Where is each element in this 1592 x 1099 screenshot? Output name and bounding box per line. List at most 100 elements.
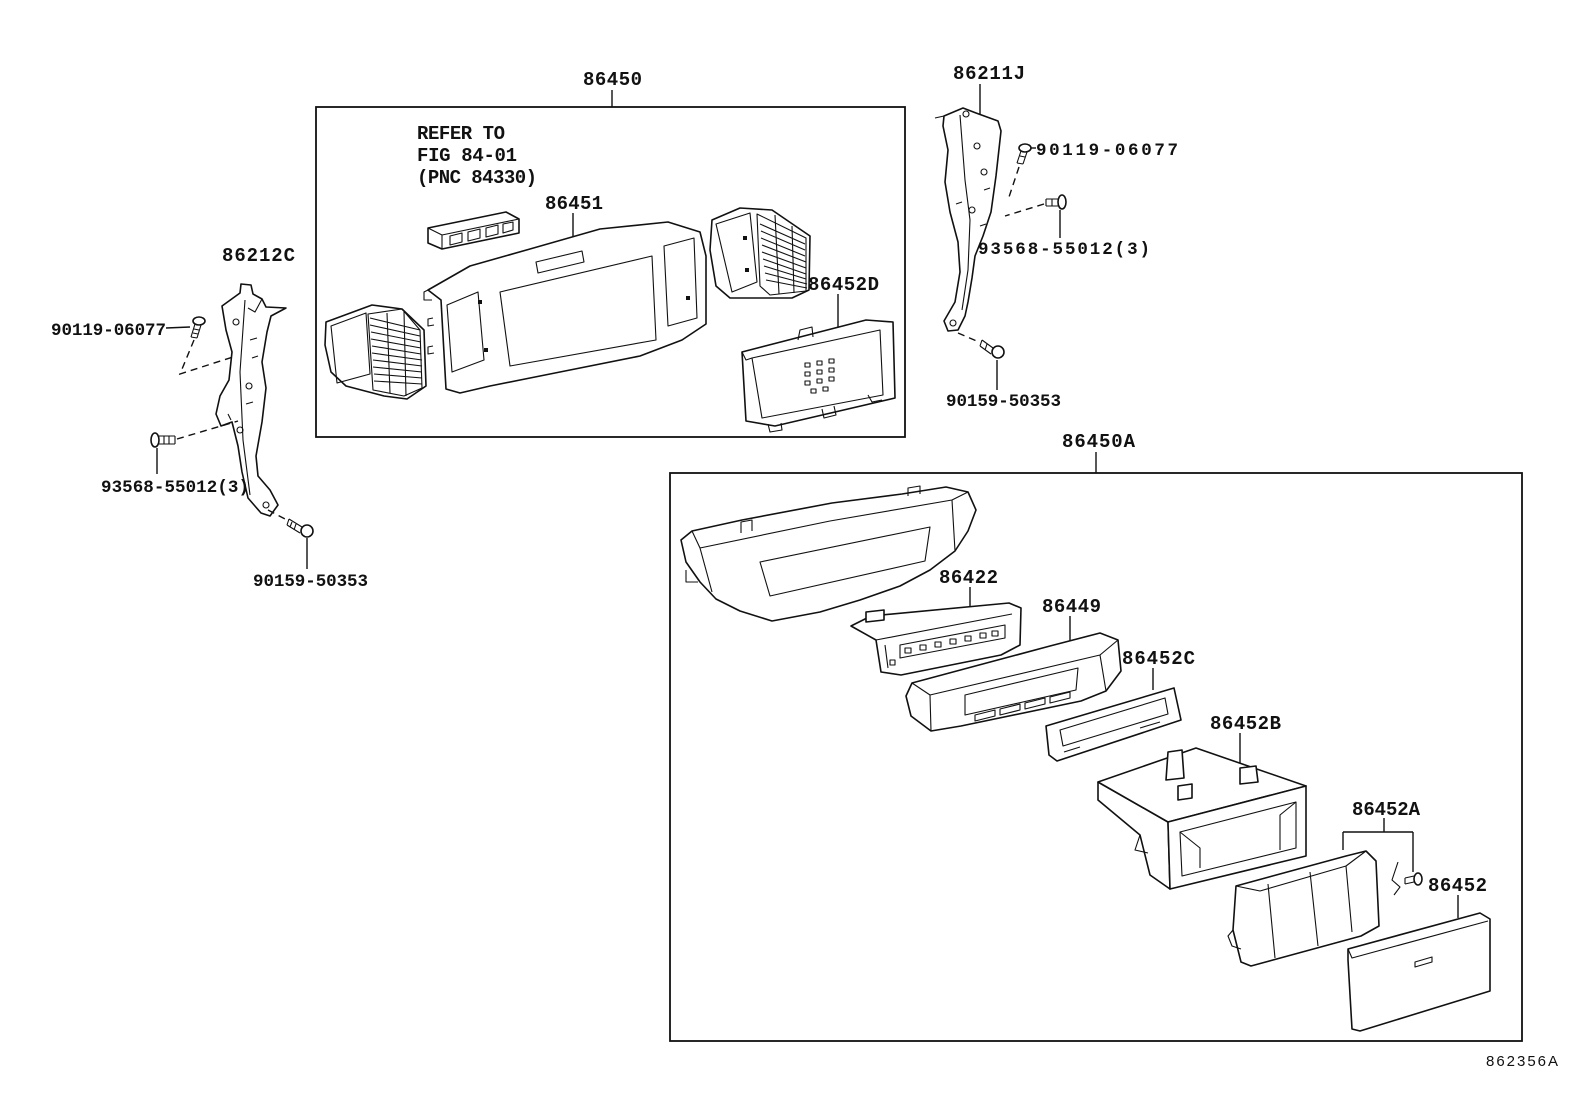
circuit-board	[850, 602, 1022, 676]
assembly-line-right-middle	[1004, 203, 1045, 217]
circuit-board-outline	[850, 602, 1022, 676]
plate-c-part-no: 86452C	[1122, 648, 1195, 670]
left-upper-screw	[190, 316, 206, 339]
assembly-line-left-upper	[178, 339, 237, 376]
plate-c	[1045, 687, 1182, 762]
garnish-screw	[1404, 872, 1423, 886]
reference-note-line-1: REFER TO	[417, 123, 505, 145]
clip-spring	[1391, 861, 1401, 896]
right-bracket-hole	[968, 206, 976, 214]
bezel-tabs	[423, 289, 435, 355]
garnish-a-outline	[1232, 850, 1380, 967]
right-bracket-fold	[934, 114, 971, 311]
cover-part-no: 86452	[1428, 875, 1487, 897]
panel-d-inner-frame	[751, 329, 884, 419]
center-housing-tabs	[685, 485, 921, 583]
left-lower-screw	[286, 518, 314, 538]
referenced-part	[427, 211, 520, 250]
screw-head	[150, 432, 160, 448]
screw-shank	[190, 323, 202, 339]
left-bracket-part-no: 86212C	[222, 245, 295, 267]
control-panel-part-no: 86449	[1042, 596, 1101, 618]
garnish-a	[1227, 850, 1380, 967]
plate-c-window	[1059, 697, 1169, 747]
box-b-opening	[1179, 801, 1297, 877]
lower-assembly-frame	[669, 472, 1523, 1042]
left-bracket-hole	[262, 501, 270, 509]
left-bracket-hole	[245, 382, 253, 390]
referenced-part-edges	[427, 218, 520, 249]
screw-shank	[979, 339, 994, 355]
leader-left-upper-screw	[165, 326, 191, 329]
box-b	[1097, 747, 1307, 890]
right-vent-side-face	[715, 212, 758, 293]
left-air-vent	[324, 304, 427, 400]
bezel-part-no: 86451	[545, 193, 603, 215]
right-bracket-hole	[973, 142, 981, 150]
cover-top-lip	[1347, 920, 1489, 959]
right-middle-screw	[1045, 194, 1067, 210]
left-bracket-marks	[227, 337, 259, 421]
figure-code: 862356A	[1486, 1053, 1558, 1070]
right-lower-screw	[979, 339, 1005, 359]
cover	[1347, 912, 1491, 1032]
assembly-line-left-lower	[267, 509, 288, 521]
right-bracket-part-no: 86211J	[953, 63, 1025, 85]
reference-note-line-2: FIG 84-01	[417, 145, 517, 167]
panel-d-part-no: 86452D	[808, 274, 879, 296]
control-panel-display	[964, 667, 1079, 716]
screw-head	[1413, 872, 1423, 886]
plate-c-marks	[1063, 721, 1161, 753]
panel-d-outline	[741, 319, 896, 427]
screw-head	[1018, 143, 1032, 153]
panel-d	[741, 319, 896, 433]
control-panel-buttons	[974, 691, 1071, 722]
right-vent-mark	[743, 236, 747, 240]
control-panel-edges	[911, 639, 1119, 732]
bezel-top-slot	[535, 250, 585, 274]
bezel	[423, 221, 707, 394]
right-upper-screw-part-no: 90119-06077	[1036, 141, 1178, 161]
left-upper-screw-part-no: 90119-06077	[51, 321, 166, 341]
bezel-mark	[478, 300, 482, 304]
right-lower-screw-part-no: 90159-50353	[946, 392, 1061, 412]
center-housing-outline	[680, 486, 977, 622]
box-b-tab	[1177, 783, 1193, 801]
right-bracket-hole	[949, 319, 957, 327]
bezel-mark	[686, 296, 690, 300]
right-air-vent	[709, 207, 811, 299]
left-vent-grille-slats	[369, 311, 423, 397]
reference-note-line-3: (PNC 84330)	[417, 167, 537, 189]
upper-assembly-frame	[315, 106, 906, 438]
left-bracket-outline	[215, 283, 287, 517]
control-panel-outline	[905, 632, 1122, 732]
bezel-outline	[427, 221, 707, 394]
assembly-line-left-middle	[176, 420, 239, 440]
garnish-a-folds	[1227, 850, 1367, 959]
screw-head	[192, 316, 206, 326]
leader-garnish-a	[1342, 818, 1414, 872]
circuit-board-connector	[865, 609, 885, 623]
center-housing-window	[759, 526, 931, 597]
right-bracket-hole	[962, 110, 970, 118]
box-b-tab	[1239, 765, 1259, 785]
circuit-board-edges	[875, 613, 1013, 659]
left-bracket	[215, 283, 287, 517]
bezel-right-window	[663, 237, 698, 327]
circuit-board-components	[884, 630, 999, 669]
bezel-screen-opening	[499, 255, 657, 367]
bezel-left-window	[446, 291, 485, 373]
control-panel	[905, 632, 1122, 732]
left-middle-screw	[150, 432, 176, 448]
upper-assembly-part-no: 86450	[583, 69, 642, 91]
garnish-clip	[1391, 861, 1401, 896]
right-middle-screw-part-no: 93568-55012(3)	[978, 240, 1150, 260]
referenced-part-slots	[449, 221, 514, 246]
right-upper-screw	[1016, 143, 1032, 165]
screw-shank	[1016, 150, 1028, 165]
center-housing-edges	[691, 491, 969, 593]
left-bracket-fold	[239, 298, 263, 496]
panel-d-tabs	[741, 326, 883, 433]
right-bracket-outline	[942, 107, 1002, 332]
